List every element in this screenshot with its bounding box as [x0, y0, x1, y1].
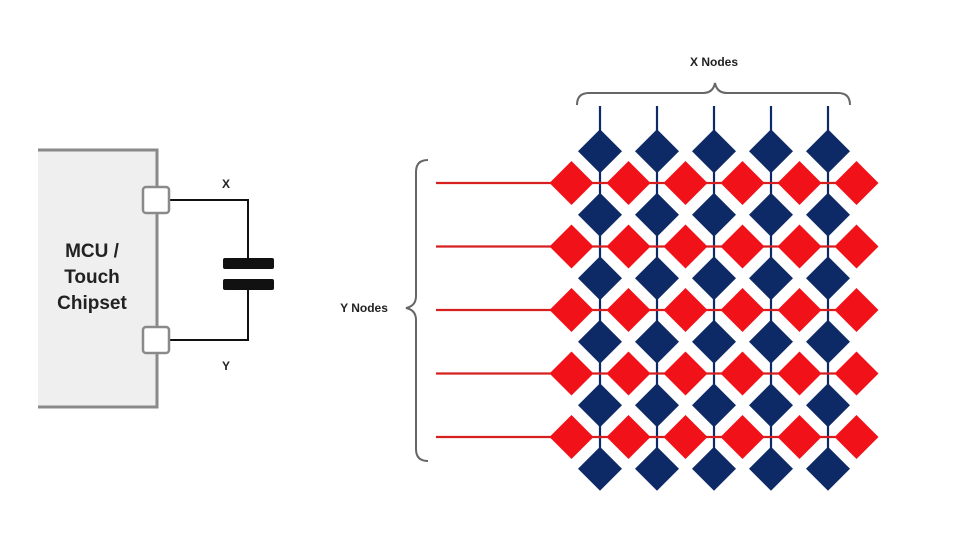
- y-label: Y: [222, 359, 230, 373]
- y-node-diamond: [606, 224, 651, 269]
- mcu-block: MCU / Touch Chipset: [38, 148, 159, 409]
- y-node-diamond: [549, 161, 594, 205]
- y-nodes-label: Y Nodes: [340, 301, 388, 315]
- x-node-diamond: [692, 192, 736, 237]
- y-node-diamond: [834, 351, 879, 396]
- capacitor-circuit: X Y: [141, 177, 274, 373]
- x-node-diamond: [578, 446, 622, 491]
- x-node-diamond: [578, 192, 622, 237]
- y-wire: [168, 289, 249, 341]
- x-node-diamond: [806, 192, 850, 237]
- y-node-diamond: [663, 161, 708, 205]
- capacitor-plate-bottom: [223, 279, 274, 290]
- y-node-diamond: [549, 415, 594, 459]
- x-pin: [141, 185, 171, 215]
- x-node-diamond: [578, 319, 622, 364]
- x-node-diamond: [806, 129, 850, 174]
- y-node-diamond: [834, 224, 879, 269]
- y-node-diamond: [777, 224, 822, 269]
- y-node-diamond: [549, 351, 594, 396]
- y-node-diamond: [606, 415, 651, 459]
- x-node-diamond: [692, 383, 736, 428]
- sensor-grid: [436, 106, 879, 491]
- x-node-diamond: [749, 319, 793, 364]
- x-node-diamond: [806, 319, 850, 364]
- x-node-diamond: [578, 129, 622, 174]
- mcu-box: [38, 148, 159, 409]
- capacitor-plate-top: [223, 258, 274, 269]
- y-node-diamond: [663, 351, 708, 396]
- y-node-diamond: [606, 161, 651, 205]
- y-node-diamond: [720, 351, 765, 396]
- x-node-diamond: [635, 446, 679, 491]
- y-node-diamond: [606, 288, 651, 332]
- x-node-diamond: [635, 319, 679, 364]
- x-node-diamond: [806, 383, 850, 428]
- x-node-diamond: [692, 129, 736, 174]
- y-node-diamond: [777, 351, 822, 396]
- y-node-diamond: [663, 224, 708, 269]
- x-node-diamond: [635, 129, 679, 174]
- mcu-label-line-3: Chipset: [57, 293, 127, 314]
- y-node-diamond: [720, 415, 765, 459]
- y-node-diamond: [834, 415, 879, 459]
- y-nodes-bracket: [405, 159, 429, 462]
- y-node-diamond: [720, 161, 765, 205]
- x-nodes-label: X Nodes: [690, 55, 738, 69]
- x-node-diamond: [749, 383, 793, 428]
- y-node-diamond: [663, 415, 708, 459]
- x-node-diamond: [692, 319, 736, 364]
- y-node-diamond: [720, 224, 765, 269]
- x-node-diamond: [806, 256, 850, 301]
- y-node-diamond: [663, 288, 708, 332]
- mcu-label-line-1: MCU /: [65, 241, 120, 262]
- x-node-diamond: [635, 192, 679, 237]
- x-label: X: [222, 177, 230, 191]
- y-node-diamond: [777, 161, 822, 205]
- x-node-diamond: [635, 256, 679, 301]
- x-node-diamond: [749, 446, 793, 491]
- x-node-diamond: [806, 446, 850, 491]
- y-node-diamond: [777, 415, 822, 459]
- x-node-diamond: [692, 446, 736, 491]
- x-nodes-bracket: [576, 82, 851, 106]
- y-node-diamond: [606, 351, 651, 396]
- mcu-label-line-2: Touch: [64, 267, 120, 288]
- x-node-diamond: [578, 256, 622, 301]
- y-node-diamond: [834, 288, 879, 332]
- y-pin: [141, 325, 171, 355]
- y-node-diamond: [720, 288, 765, 332]
- x-node-diamond: [749, 256, 793, 301]
- y-node-diamond: [777, 288, 822, 332]
- x-node-diamond: [635, 383, 679, 428]
- x-wire: [168, 199, 249, 258]
- y-node-diamond: [549, 288, 594, 332]
- x-node-diamond: [749, 129, 793, 174]
- x-node-diamond: [578, 383, 622, 428]
- x-node-diamond: [749, 192, 793, 237]
- y-node-diamond: [834, 161, 879, 205]
- y-node-diamond: [549, 224, 594, 269]
- x-node-diamond: [692, 256, 736, 301]
